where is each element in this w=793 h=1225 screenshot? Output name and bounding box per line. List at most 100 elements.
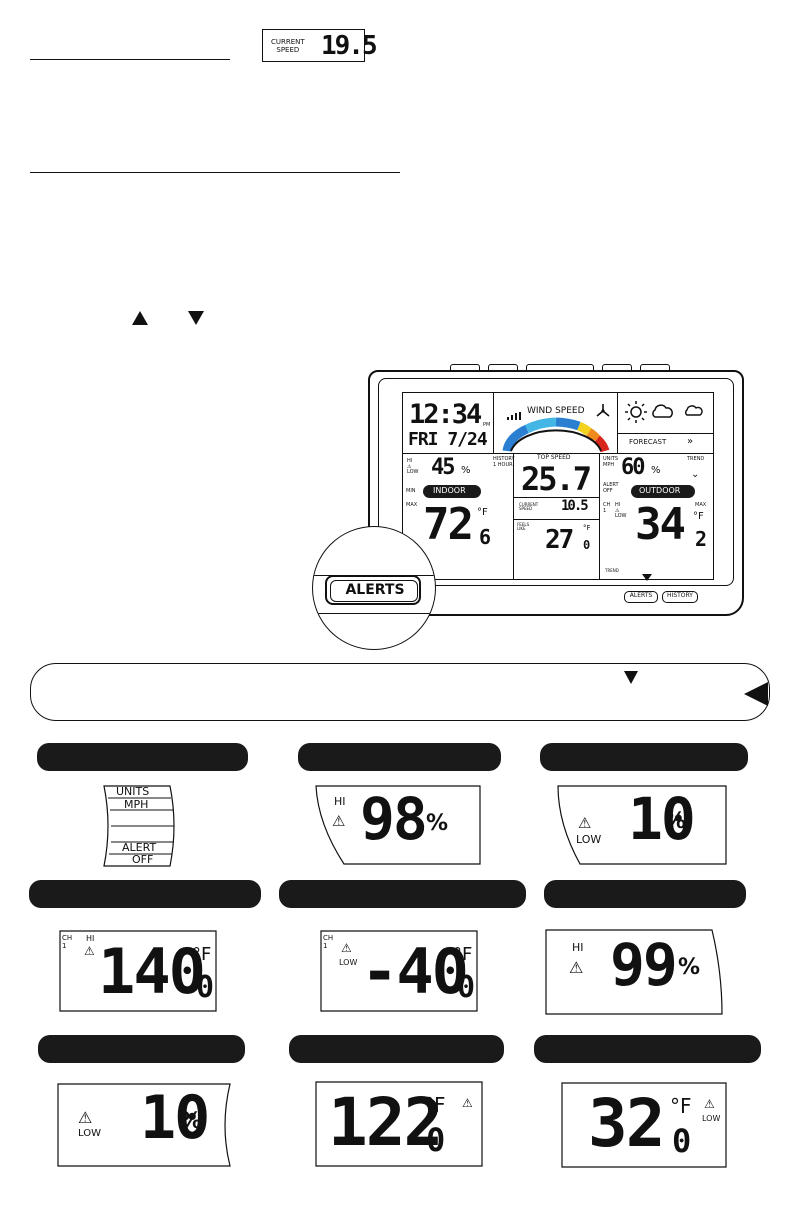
warning-icon: ⚠ [84,944,95,958]
low-temp-dec: 0 [672,1122,691,1160]
feels-like-unit: °F [583,524,591,532]
indoor-humidity: 45 [431,455,455,480]
outdoor-temp: 34 [635,499,686,550]
indoor-temp-unit: °F [477,507,488,518]
indicator-triangle-icon [642,574,652,581]
device-body [368,370,744,616]
label-pill [544,880,746,908]
hi-humidity-value: 98 [360,785,428,853]
indoor-hi-low: HI⚠LOW [407,458,419,475]
hi-humidity-value: 99 [610,931,678,999]
indoor-label-pill [423,485,481,498]
low-temp-panel-2: 32 °F 0 ⚠ LOW [560,1081,728,1169]
units-label: UNITS [116,785,150,798]
alerts-button[interactable]: ALERTS [624,591,658,603]
label-pill [540,743,748,771]
warning-icon: ⚠ [332,813,346,830]
pct-unit: % [426,811,449,836]
low-label: LOW [576,833,602,846]
history-button[interactable]: HISTORY [662,591,698,603]
outdoor-hum-pct: % [651,465,661,476]
fan-icon [595,403,611,419]
low-humidity-panel: ⚠ LOW 10 % [556,784,728,866]
low-label: LOW [702,1114,721,1123]
clock-date: FRI 7/24 [408,429,488,450]
current-speed-small-value: 10.5 [561,498,589,514]
label-pill [279,880,526,908]
left-arrow-icon [744,682,768,706]
label-pill [298,743,501,771]
label-pill [29,880,261,908]
feels-like-value: 27 [545,525,574,555]
outdoor-label-pill [631,485,695,498]
mph-label: MPH [124,798,149,811]
low-humidity-panel-2: ⚠ LOW 10 % [56,1082,232,1168]
low-humidity-value: 10 [140,1083,210,1153]
top-speed-value: 25.7 [521,460,592,498]
top-speed-label: TOP SPEED [537,454,571,461]
warning-icon: ⚠ [578,815,592,832]
outdoor-trend: TREND [687,456,705,462]
low-label: LOW [78,1128,101,1139]
outdoor-humidity: 60 [621,455,645,480]
sun-icon [625,401,647,423]
down-arrow-icon [188,311,204,325]
off-label: OFF [132,853,154,866]
alerts-zoom-label: ALERTS [345,582,405,598]
label-pill [534,1035,761,1063]
cloud-icon [650,404,674,418]
label-pill [37,743,248,771]
forecast-arrows: » [687,436,694,447]
indoor-label: INDOOR [433,486,466,495]
clock-pm: PM [483,422,491,428]
forecast-label: FORECAST [629,438,667,446]
alerts-zoom-button: ALERTS [325,575,421,605]
indoor-hum-pct: % [461,465,471,476]
signal-icon [507,407,521,420]
clock-time: 12:34 [409,399,482,430]
note-box [30,663,770,721]
trend-chevron-icon: ⌄ [691,469,700,480]
hi-temp-panel-2: 122 °F 0 ⚠ [314,1080,484,1168]
device-bezel [378,378,734,586]
temp-unit: °F [424,1093,446,1117]
temp-unit: °F [453,944,473,965]
low-temp-value: -40 [361,935,469,1008]
outdoor-label: OUTDOOR [639,486,681,495]
hi-label: HI [86,934,95,943]
warning-icon: ⚠ [704,1097,715,1111]
warning-icon: ⚠ [462,1096,473,1110]
warning-icon: ⚠ [569,960,584,977]
hi-temp-value: 140 [98,935,206,1008]
outdoor-max: MAX [695,502,707,508]
pct-unit: % [664,809,687,834]
low-temp-value: 32 [588,1085,665,1162]
outdoor-hi-low: HI⚠LOW [615,502,627,519]
indoor-min: MIN [406,488,416,494]
hi-label: HI [334,795,346,808]
indoor-max: MAX [406,502,418,508]
low-label: LOW [339,958,358,967]
units-alert-panel: UNITS MPH ALERT OFF [100,784,176,868]
wind-speed-label: WIND SPEED [527,406,585,416]
hi-temp-value: 122 [328,1084,443,1161]
alerts-zoom-circle: ALERTS [312,526,436,650]
cloud-small-icon [683,403,703,416]
hi-label: HI [572,941,584,954]
label-pill [289,1035,504,1063]
temp-unit: °F [670,1094,692,1118]
alert-label: ALERT [122,841,157,854]
pct-unit: % [678,955,701,980]
wind-speed-gauge [501,417,611,453]
